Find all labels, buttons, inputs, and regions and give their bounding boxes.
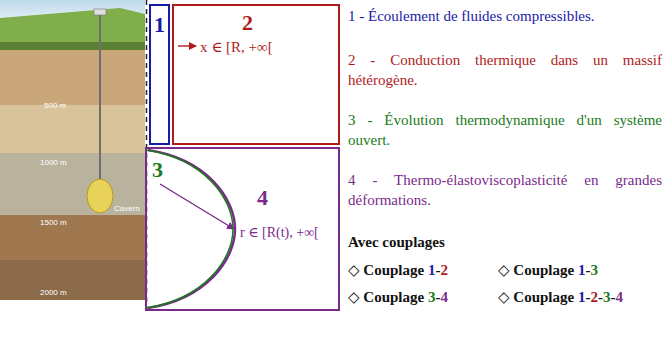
region-box: 2 x ∈ [R, +∞[ xyxy=(172,4,340,145)
coupling-item: ◇ Couplage 1-3 xyxy=(498,262,598,279)
coordinate-label: r ∈ [R(t), +∞[ xyxy=(240,225,319,241)
model-item: 2 - Conduction thermique dans un massif … xyxy=(348,50,662,91)
region-number: 1 xyxy=(154,12,165,37)
coupling-item: ◇ Couplage 3-4 xyxy=(348,289,448,306)
coupling-item: ◇ Couplage 1-2 xyxy=(348,262,448,279)
model-item: 3 - Évolution thermodynamique d'un systè… xyxy=(348,110,662,151)
region-box: 1 xyxy=(149,4,170,145)
region-number: 4 xyxy=(257,185,268,210)
coordinate-label: x ∈ [R, +∞[ xyxy=(200,39,273,56)
depth-label: 1000 m xyxy=(40,158,67,167)
coupling-item: ◇ Couplage 1-2-3-4 xyxy=(498,289,623,306)
part-label: Cavern xyxy=(114,204,140,213)
cavity-shape: 3 xyxy=(147,149,239,309)
section-heading: Avec couplages xyxy=(348,234,445,251)
region-box: 4 r ∈ [R(t), +∞[ 3 xyxy=(145,147,340,311)
region-number: 2 xyxy=(242,10,253,35)
model-item: 4 - Thermo-élastoviscoplasticité en gran… xyxy=(348,170,662,211)
model-item: 1 - Écoulement de fluides compressibles. xyxy=(348,6,662,26)
depth-label: 500 m xyxy=(44,101,66,110)
depth-label: 2000 m xyxy=(40,288,67,297)
region-number: 3 xyxy=(152,157,163,182)
depth-label: 1500 m xyxy=(40,218,67,227)
